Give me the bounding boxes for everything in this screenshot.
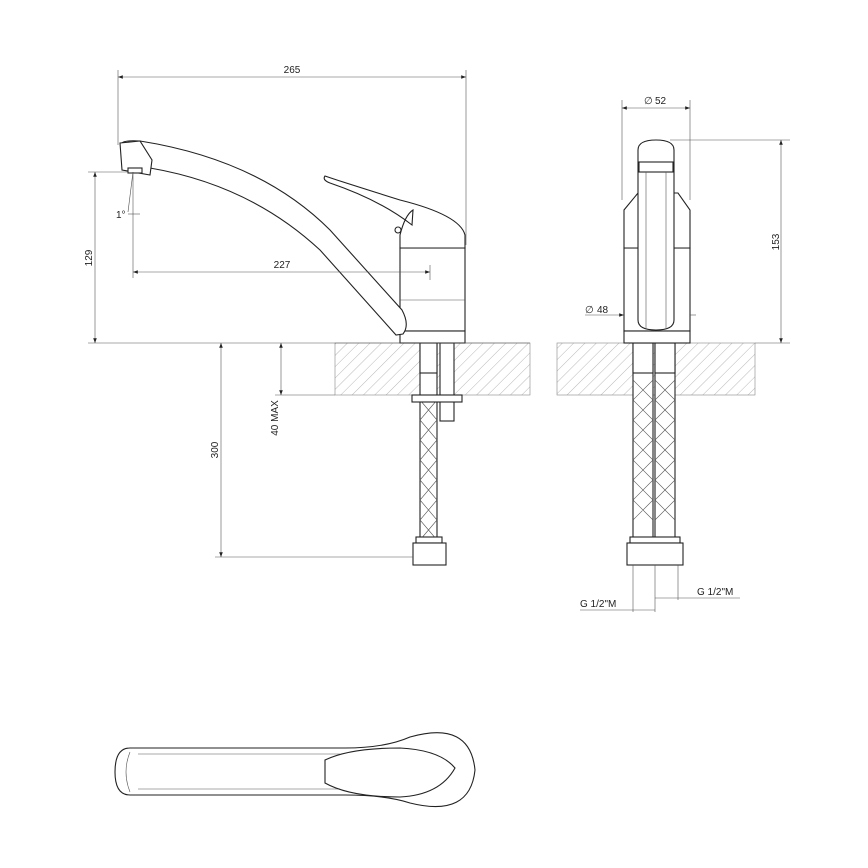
diameter-symbol-top: ∅ bbox=[644, 96, 653, 107]
dimension-lines bbox=[88, 70, 790, 612]
front-view bbox=[623, 139, 691, 566]
dim-spout-angle: 1° bbox=[116, 210, 126, 221]
dim-counter-thickness: 40 MAX bbox=[270, 400, 281, 436]
dim-spout-reach: 227 bbox=[274, 260, 291, 271]
side-view bbox=[119, 140, 466, 566]
top-view bbox=[114, 732, 476, 808]
dim-connection-left: G 1/2"M bbox=[580, 599, 616, 610]
dim-total-height: 153 bbox=[771, 233, 782, 250]
dim-spout-height: 129 bbox=[84, 249, 95, 266]
dim-connection-right: G 1/2"M bbox=[697, 587, 733, 598]
diameter-symbol-base: ∅ bbox=[585, 305, 594, 316]
dim-top-diameter: 52 bbox=[655, 96, 667, 107]
dim-base-diameter: 48 bbox=[597, 305, 609, 316]
dim-overall-length: 265 bbox=[284, 65, 301, 76]
dim-hose-length: 300 bbox=[210, 441, 221, 458]
